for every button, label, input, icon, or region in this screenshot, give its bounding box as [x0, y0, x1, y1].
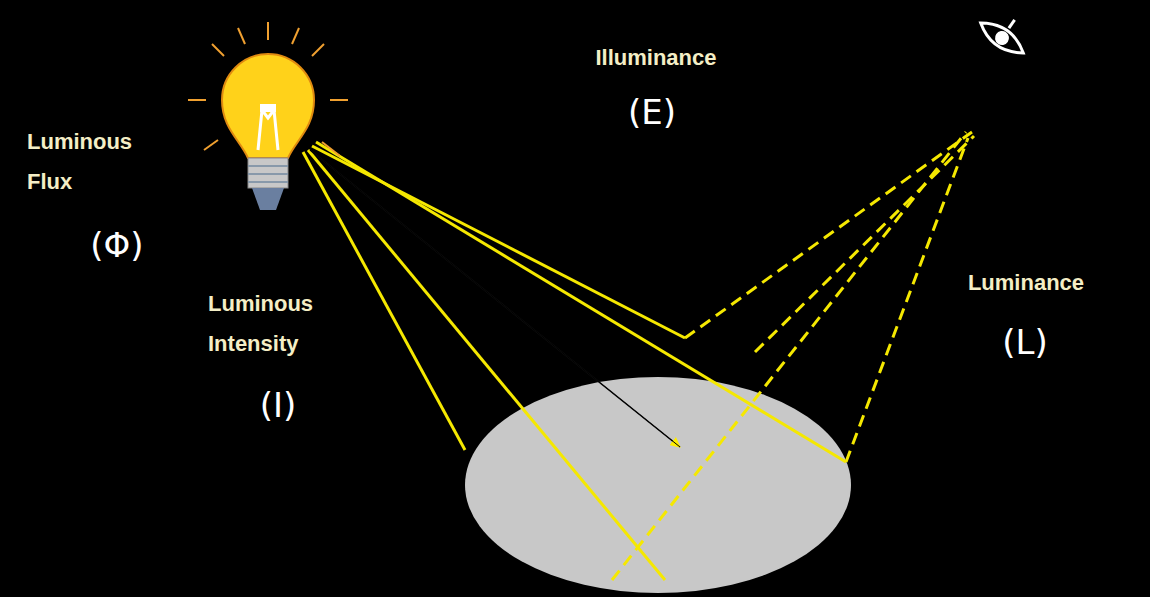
intensity-arrow	[310, 150, 680, 447]
eye-symbol	[976, 5, 1036, 60]
reflected-rays	[612, 132, 974, 580]
quantity-symbol: (L)	[1002, 322, 1047, 362]
quantity-name: Luminance	[968, 263, 1084, 303]
quantity-name: Luminous Intensity	[208, 284, 348, 364]
quantity-symbol: (Φ)	[90, 225, 143, 265]
quantity-name: Illuminance	[595, 38, 716, 78]
incident-rays	[303, 142, 846, 580]
quantity-symbol: (E)	[628, 92, 676, 132]
intensity-arrow-core	[310, 150, 680, 447]
quantity-symbol: (I)	[260, 385, 297, 425]
quantity-name: Luminous Flux	[27, 122, 147, 202]
light-bulb	[222, 54, 314, 210]
